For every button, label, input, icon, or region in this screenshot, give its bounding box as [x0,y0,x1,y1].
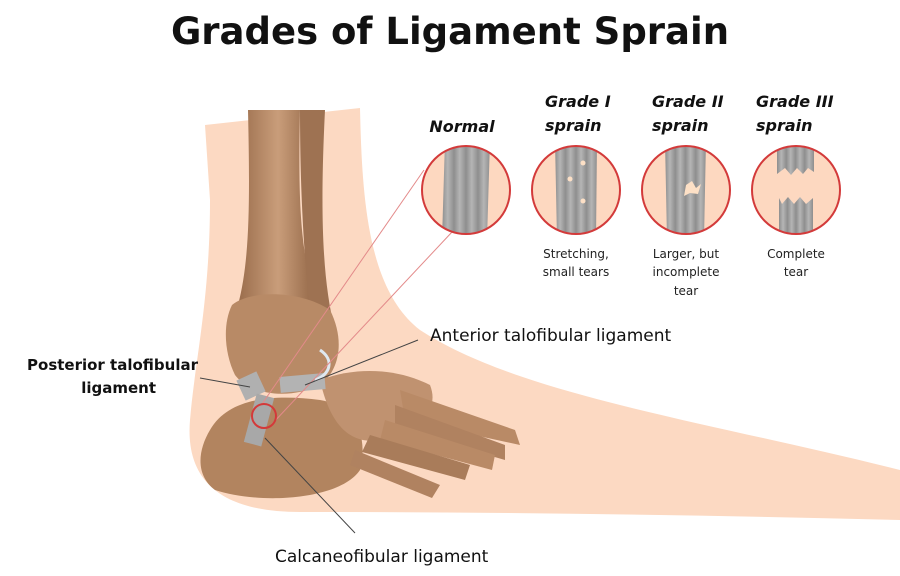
caption-grade-2-line3: tear [674,284,698,298]
pointer-posterior [199,377,251,388]
circle-grade-2 [641,145,731,235]
grade-label-1-line1: Grade I [545,92,611,111]
ankle-ligaments [236,371,326,447]
caption-grade-3-line1: Complete [767,247,825,261]
zoom-line-bottom [271,231,453,425]
label-posterior-talofibular-2: ligament [81,379,156,397]
injury-site-ring [251,403,277,429]
grade-label-2-line2: sprain [652,116,709,135]
caption-grade-3-line2: tear [784,265,808,279]
caption-grade-1-line1: Stretching, [543,247,609,261]
label-posterior-talofibular-1: Posterior talofibular [27,356,199,374]
zoom-line-top [261,169,425,405]
caption-grade-2-line2: incomplete [653,265,720,279]
label-anterior-talofibular: Anterior talofibular ligament [430,326,671,346]
circle-grade-1 [531,145,621,235]
grade-label-3-line1: Grade III [756,92,834,111]
page-title: Grades of Ligament Sprain [171,10,729,53]
caption-grade-1-line2: small tears [543,265,609,279]
grade-label-normal: Normal [429,117,495,136]
grade-label-1-line2: sprain [545,116,602,135]
grade-label-3-line2: sprain [756,116,813,135]
circle-normal [421,145,511,235]
grade-label-2-line1: Grade II [652,92,724,111]
pointer-anterior [304,339,419,386]
circle-grade-3 [751,145,841,235]
label-calcaneofibular: Calcaneofibular ligament [275,547,489,567]
pointer-calcaneofibular [264,437,356,534]
foot-bones [200,110,520,499]
cartilage [314,348,331,382]
caption-grade-2-line1: Larger, but [653,247,720,261]
